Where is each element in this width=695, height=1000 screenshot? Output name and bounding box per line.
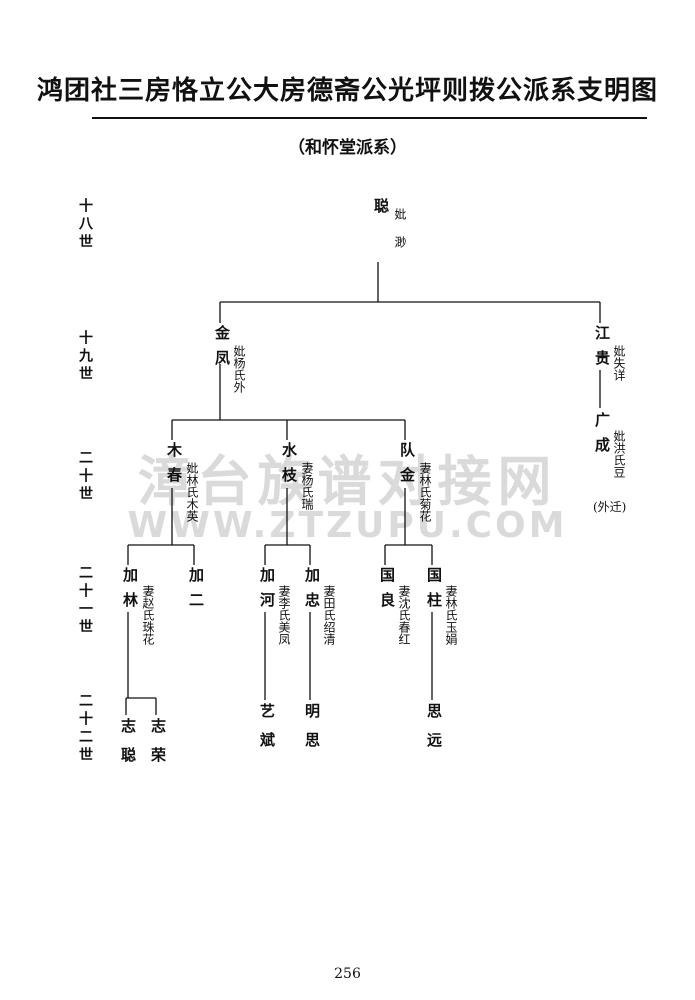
person-guangcheng: 广成 (593, 412, 611, 462)
person-jialin: 加林 (121, 567, 139, 617)
wife-muchun: 妣林氏木英 (185, 462, 199, 522)
gen-label-19: 十九世 (77, 330, 93, 384)
person-shuizhi: 水枝 (280, 442, 298, 492)
person-guozhu: 国柱 (425, 567, 443, 617)
wife-guozhu: 妻林氏玉娟 (444, 585, 458, 645)
person-cong: 聪 (372, 198, 390, 223)
note-guangcheng: (外迁) (593, 500, 627, 514)
wife-jinfeng: 妣杨氏外 (232, 345, 246, 393)
gen-label-21: 二十一世 (77, 565, 93, 637)
person-guoliang: 国良 (378, 567, 396, 617)
title-underline (92, 117, 647, 119)
wife-jianggui: 妣失详 (612, 345, 626, 381)
person-muchun: 木春 (165, 442, 183, 492)
person-jiaer: 加二 (187, 567, 205, 617)
person-jiazhong: 加忠 (303, 567, 321, 617)
wife-jiazhong: 妻田氏绍清 (322, 585, 336, 645)
gen-label-22: 二十二世 (77, 693, 93, 765)
person-yibin: 艺斌 (258, 703, 276, 761)
page-number: 256 (334, 966, 361, 982)
person-jiahe: 加河 (258, 567, 276, 617)
person-mingsi: 明思 (303, 703, 321, 761)
person-siyuan: 思远 (425, 703, 443, 761)
wife-jiahe: 妻李氏美凤 (277, 585, 291, 645)
wife-shuizhi: 妻杨氏瑞 (300, 462, 314, 510)
person-zhirong: 志荣 (149, 718, 167, 776)
wife-guangcheng: 妣洪氏豆 (612, 430, 626, 478)
person-duijin: 队金 (398, 442, 416, 492)
page-subtitle: （和怀堂派系） (288, 138, 407, 158)
wife-guoliang: 妻沈氏春红 (397, 585, 411, 645)
person-jinfeng: 金凤 (213, 325, 231, 375)
page-title: 鸿团社三房恪立公大房德斋公光坪则拨公派系支明图 (36, 76, 658, 106)
person-jianggui: 江贵 (593, 325, 611, 375)
gen-label-18: 十八世 (77, 198, 93, 252)
gen-label-20: 二十世 (77, 450, 93, 504)
wife-duijin: 妻林氏菊花 (418, 462, 432, 522)
wife-cong: 妣渺 (393, 208, 407, 264)
person-zhicong: 志聪 (119, 718, 137, 776)
wife-jialin: 妻赵氏珠花 (141, 585, 155, 645)
